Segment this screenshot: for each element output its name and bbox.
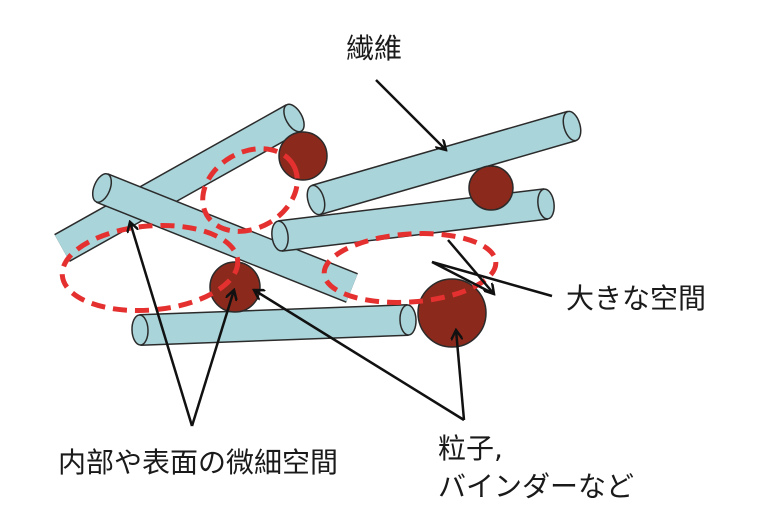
dashed-space-left <box>59 222 241 314</box>
dashed-space-right <box>321 231 499 305</box>
dashed-space-upper <box>200 146 300 234</box>
fiber-rod-diagonal <box>91 173 358 303</box>
label-large-space: 大きな空間 <box>566 282 706 315</box>
arrow-micro-space-2 <box>190 290 234 427</box>
particle-4 <box>417 278 487 348</box>
arrow-particle-2 <box>456 330 466 421</box>
particle-3 <box>209 261 261 313</box>
arrow-large-space <box>431 260 553 298</box>
particle-2 <box>468 165 514 211</box>
label-fiber: 繊維 <box>346 32 402 65</box>
fiber-rod-bottom <box>131 304 417 346</box>
fiber-rod-upper-left <box>54 103 305 262</box>
particle-1 <box>278 131 328 181</box>
arrow-large-space-head <box>447 239 494 294</box>
arrow-particle-1 <box>254 290 465 422</box>
label-micro-space: 内部や表面の微細空間 <box>58 446 338 479</box>
arrow-micro-space-1 <box>130 222 194 427</box>
arrow-fiber <box>375 79 446 150</box>
fiber-rod-middle-right <box>271 188 555 252</box>
fiber-rod-upper-right <box>306 110 582 216</box>
label-particles-line1: 粒子, <box>438 432 503 465</box>
label-particles-line2: バインダーなど <box>438 470 634 503</box>
